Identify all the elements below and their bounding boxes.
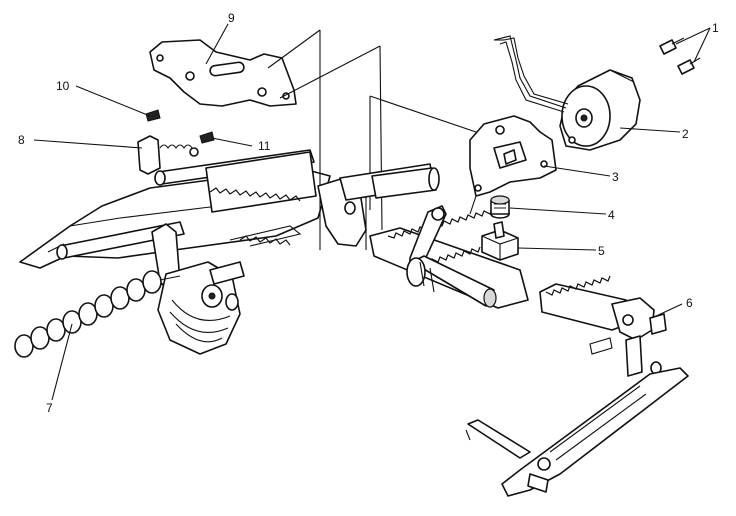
centre-roller-shaft <box>406 255 497 308</box>
callout-3: 3 <box>612 170 619 184</box>
leader-lines <box>33 23 711 401</box>
part-5-slide-block <box>481 221 519 261</box>
part-6-end-bracket <box>589 297 667 377</box>
callout-10: 10 <box>56 79 70 93</box>
carriage-assembly <box>151 223 245 355</box>
callout-2: 2 <box>682 127 689 141</box>
callout-9: 9 <box>228 11 235 25</box>
part-2-motor <box>559 69 641 151</box>
part-10-screw <box>145 109 161 122</box>
callout-5: 5 <box>598 244 605 258</box>
part-4-gear <box>490 195 510 219</box>
part-7-spiral-cable <box>14 270 181 358</box>
part-8-spring-bracket <box>137 135 199 175</box>
callout-8: 8 <box>18 133 25 147</box>
motor-cable <box>493 35 569 113</box>
part-11-screw <box>199 131 215 144</box>
callout-labels: 1 2 3 4 5 6 7 8 9 10 11 <box>18 11 719 415</box>
callout-1: 1 <box>712 21 719 35</box>
callout-7: 7 <box>46 401 53 415</box>
callout-6: 6 <box>686 296 693 310</box>
lower-long-arm <box>465 367 689 497</box>
callout-11: 11 <box>258 139 271 153</box>
upper-cross-rod <box>371 167 440 199</box>
left-gear-rack <box>205 151 317 246</box>
callout-4: 4 <box>608 208 615 222</box>
part-3-motor-bracket <box>469 115 557 215</box>
part-1-screws <box>659 37 701 75</box>
part-9-mounting-plate <box>149 39 297 107</box>
